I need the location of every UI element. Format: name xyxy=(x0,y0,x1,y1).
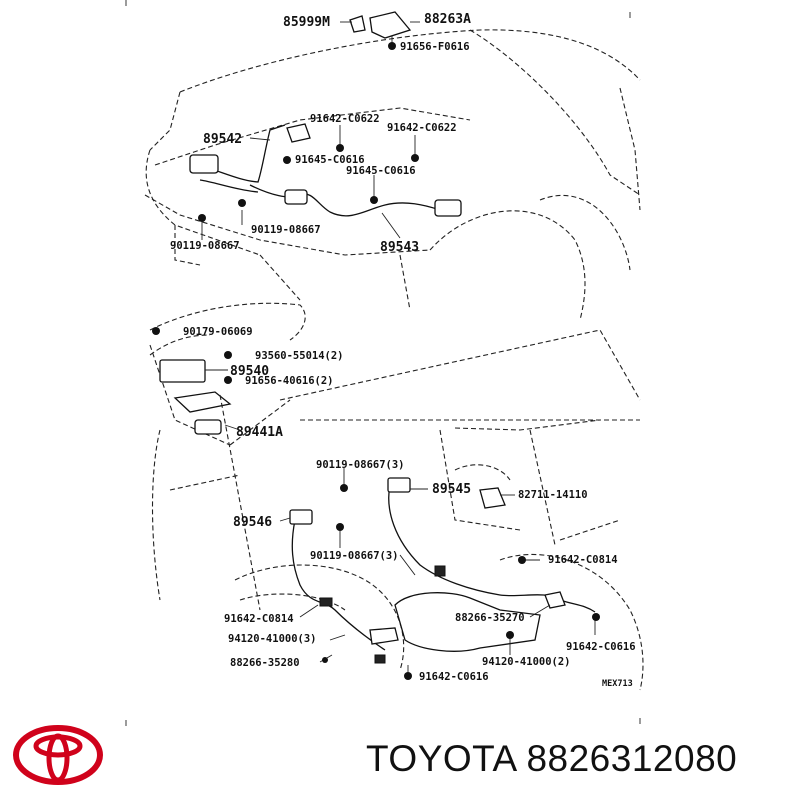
callout-91642-c0616-a: 91642-C0616 xyxy=(566,641,636,653)
callout-91656-40616: 91656-40616(2) xyxy=(245,375,334,387)
front-body-outline xyxy=(144,29,641,321)
callout-88266-35270: 88266-35270 xyxy=(455,612,525,624)
callout-90119-08667-3a: 90119-08667(3) xyxy=(316,459,405,471)
callout-89546: 89546 xyxy=(233,515,272,530)
callout-88263a: 88263A xyxy=(424,12,471,27)
callout-82711-14110: 82711-14110 xyxy=(518,489,588,501)
callout-91642-c0622-b: 91642-C0622 xyxy=(387,122,457,134)
callout-85999m: 85999M xyxy=(283,15,330,30)
console-outline xyxy=(149,302,306,446)
fastener-markers xyxy=(152,42,600,680)
callout-94120-41000-3: 94120-41000(3) xyxy=(228,633,317,645)
callout-94120-41000-2: 94120-41000(2) xyxy=(482,656,571,668)
callout-90179-06069: 90179-06069 xyxy=(183,326,253,338)
callout-93560-55014: 93560-55014(2) xyxy=(255,350,344,362)
callout-88266-35280: 88266-35280 xyxy=(230,657,300,669)
callout-89441a: 89441A xyxy=(236,425,283,440)
callout-89542: 89542 xyxy=(203,132,242,147)
callout-90119-08667-3b: 90119-08667(3) xyxy=(310,550,399,562)
brand-caption: TOYOTA 8826312080 xyxy=(366,738,737,780)
callout-91656-f0616: 91656-F0616 xyxy=(400,41,470,53)
rear-axle-harness xyxy=(289,477,596,664)
toyota-logo-icon xyxy=(13,725,103,785)
callout-90119-08667-a: 90119-08667 xyxy=(251,224,321,236)
front-sensor-harness xyxy=(189,11,462,217)
leader-lines xyxy=(201,21,596,675)
callout-91645-c0616-b: 91645-C0616 xyxy=(346,165,416,177)
callout-89543: 89543 xyxy=(380,240,419,255)
callout-91645-c0616-a: 91645-C0616 xyxy=(295,154,365,166)
callout-91642-c0814-b: 91642-C0814 xyxy=(224,613,294,625)
callout-91642-c0616-b: 91642-C0616 xyxy=(419,671,489,683)
part-number: 8826312080 xyxy=(526,738,738,779)
crop-marks xyxy=(125,0,641,726)
callout-89540: 89540 xyxy=(230,364,269,379)
callout-91642-c0814-a: 91642-C0814 xyxy=(548,554,618,566)
brand-name: TOYOTA xyxy=(366,738,516,779)
callout-labels: 85999M 88263A 91656-F0616 91642-C0622 91… xyxy=(170,12,636,689)
callout-89545: 89545 xyxy=(432,482,471,497)
callout-91642-c0622-a: 91642-C0622 xyxy=(310,113,380,125)
diagram-code: MEX713 xyxy=(602,679,633,689)
callout-90119-08667-b: 90119-08667 xyxy=(170,240,240,252)
rear-body-outline xyxy=(151,329,644,691)
